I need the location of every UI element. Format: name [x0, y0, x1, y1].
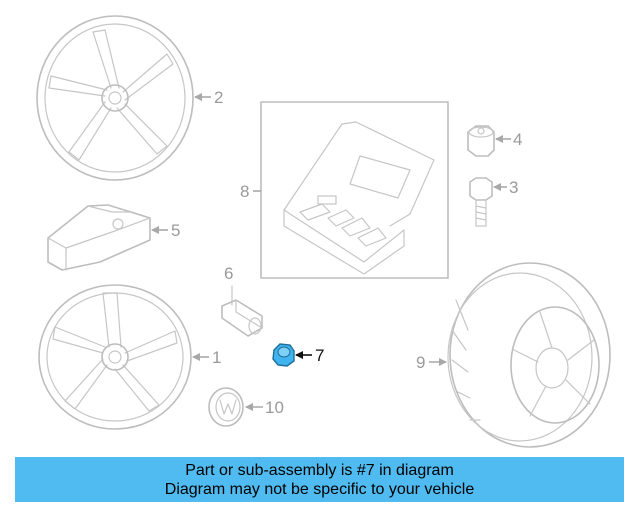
wheel-top-drawing	[36, 15, 194, 181]
callout-1[interactable]: 1	[192, 348, 221, 367]
tire-repair-kit-drawing	[260, 101, 449, 279]
callout-label-6: 6	[224, 264, 233, 283]
callout-2[interactable]: 2	[194, 88, 223, 107]
tire-pressure-sensor-drawing	[47, 204, 151, 271]
callout-label-3: 3	[509, 178, 518, 197]
callout-label-1: 1	[212, 348, 221, 367]
callout-6[interactable]: 6	[224, 264, 233, 283]
valve-nut-drawing	[272, 343, 295, 367]
callout-label-8: 8	[240, 182, 249, 201]
callout-3[interactable]: 3	[493, 178, 518, 197]
center-cap-drawing	[208, 387, 244, 427]
callout-5[interactable]: 5	[151, 221, 180, 240]
callout-label-5: 5	[171, 221, 180, 240]
callout-7[interactable]: 7	[295, 346, 324, 365]
callout-label-4: 4	[513, 130, 522, 149]
banner-line-1: Part or sub-assembly is #7 in diagram	[185, 461, 454, 479]
callout-9[interactable]: 9	[416, 353, 447, 372]
callout-label-7: 7	[315, 346, 324, 365]
wheel-bottom-drawing	[38, 284, 192, 430]
callout-8[interactable]: 8	[240, 182, 261, 201]
tire-wheel-drawing	[447, 262, 611, 448]
wheel-bolt-drawing	[469, 177, 493, 227]
callout-label-2: 2	[214, 88, 223, 107]
banner-line-2: Diagram may not be specific to your vehi…	[164, 480, 475, 498]
locking-bolt-drawing	[467, 125, 495, 157]
tire-valve-drawing	[221, 285, 263, 337]
callout-label-10: 10	[265, 398, 284, 417]
callout-label-9: 9	[416, 353, 425, 372]
info-banner: Part or sub-assembly is #7 in diagram Di…	[15, 457, 624, 502]
callout-10[interactable]: 10	[245, 398, 284, 417]
callout-4[interactable]: 4	[495, 130, 522, 149]
